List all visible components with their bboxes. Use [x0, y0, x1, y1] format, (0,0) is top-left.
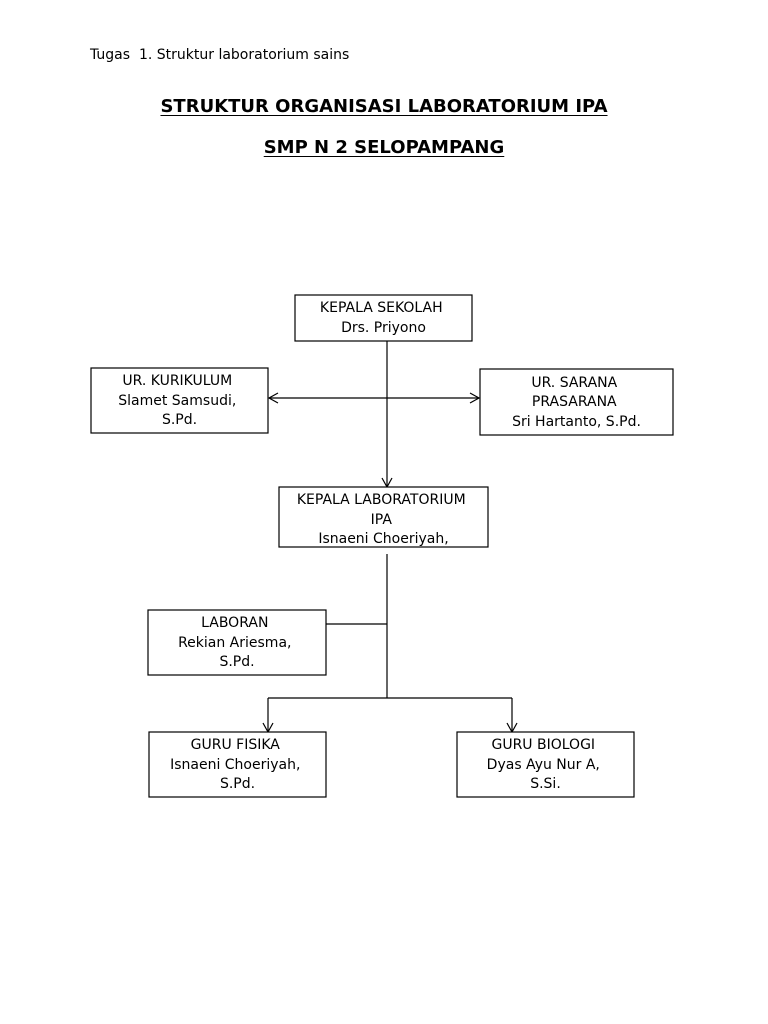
node-kepala-lab-name: Isnaeni Choeriyah,: [318, 531, 448, 547]
node-guru-biologi-degree: S.Si.: [530, 776, 561, 792]
svg-text:GURU BIOLOGI Dyas Ayu Nu: GURU BIOLOGI Dyas Ayu Nur A, S.Si.: [487, 737, 605, 792]
node-laboran-name: Rekian Ariesma,: [178, 635, 291, 651]
svg-text:KEPALA SEKOLAH Drs. Priy: KEPALA SEKOLAH Drs. Priyono: [320, 300, 447, 336]
node-ur-kurikulum-name: Slamet Samsudi,: [118, 393, 236, 409]
document-title: STRUKTUR ORGANISASI LABORATORIUM IPA: [160, 96, 608, 117]
node-guru-fisika-name: Isnaeni Choeriyah,: [170, 757, 300, 773]
node-kepala-sekolah-role: KEPALA SEKOLAH: [320, 300, 443, 316]
node-ur-sarana-prasarana: UR. SARANA PRASARANA Sri Hartanto, S.Pd.: [479, 368, 674, 436]
school-name-title: SMP N 2 SELOPAMPANG: [263, 137, 505, 158]
node-kepala-lab-role-line1: KEPALA LABORATORIUM: [297, 492, 466, 508]
node-ur-sarana-role-line1: UR. SARANA: [531, 375, 617, 391]
node-guru-biologi: GURU BIOLOGI Dyas Ayu Nur A, S.Si.: [456, 731, 635, 798]
node-guru-fisika: GURU FISIKA Isnaeni Choeriyah, S.Pd.: [148, 731, 327, 798]
svg-text:UR. SARANA PRASARANA: UR. SARANA PRASARANA Sri Hartanto, S.Pd.: [512, 375, 641, 430]
node-laboran: LABORAN Rekian Ariesma, S.Pd.: [147, 609, 327, 676]
svg-text:LABORAN Rekian Ariesma,: LABORAN Rekian Ariesma, S.Pd.: [178, 615, 296, 670]
node-kepala-lab-role-line2: IPA: [371, 512, 393, 528]
node-laboran-degree: S.Pd.: [219, 654, 254, 670]
node-guru-biologi-role: GURU BIOLOGI: [491, 737, 595, 753]
svg-text:KEPALA LABORATORIUM IPA: KEPALA LABORATORIUM IPA Isnaeni Choeriya…: [297, 492, 470, 547]
node-ur-sarana-name: Sri Hartanto, S.Pd.: [512, 414, 641, 430]
connectors: [262, 341, 518, 734]
node-guru-fisika-degree: S.Pd.: [220, 776, 255, 792]
node-kepala-sekolah-name: Drs. Priyono: [341, 320, 426, 336]
assignment-note: Tugas 1. Struktur laboratorium sains: [90, 47, 350, 63]
node-laboran-role: LABORAN: [201, 615, 268, 631]
node-kepala-laboratorium: KEPALA LABORATORIUM IPA Isnaeni Choeriya…: [278, 486, 489, 548]
node-guru-biologi-name: Dyas Ayu Nur A,: [487, 757, 600, 773]
node-ur-kurikulum: UR. KURIKULUM Slamet Samsudi, S.Pd.: [90, 367, 269, 434]
svg-text:UR. KURIKULUM Slamet Sam: UR. KURIKULUM Slamet Samsudi, S.Pd.: [118, 373, 241, 428]
svg-text:GURU FISIKA Isnaeni Choe: GURU FISIKA Isnaeni Choeriyah, S.Pd.: [170, 737, 305, 792]
node-ur-kurikulum-degree: S.Pd.: [162, 412, 197, 428]
node-ur-sarana-role-line2: PRASARANA: [532, 394, 617, 410]
node-guru-fisika-role: GURU FISIKA: [191, 737, 281, 753]
node-ur-kurikulum-role: UR. KURIKULUM: [122, 373, 232, 389]
node-kepala-sekolah: KEPALA SEKOLAH Drs. Priyono: [294, 294, 473, 342]
